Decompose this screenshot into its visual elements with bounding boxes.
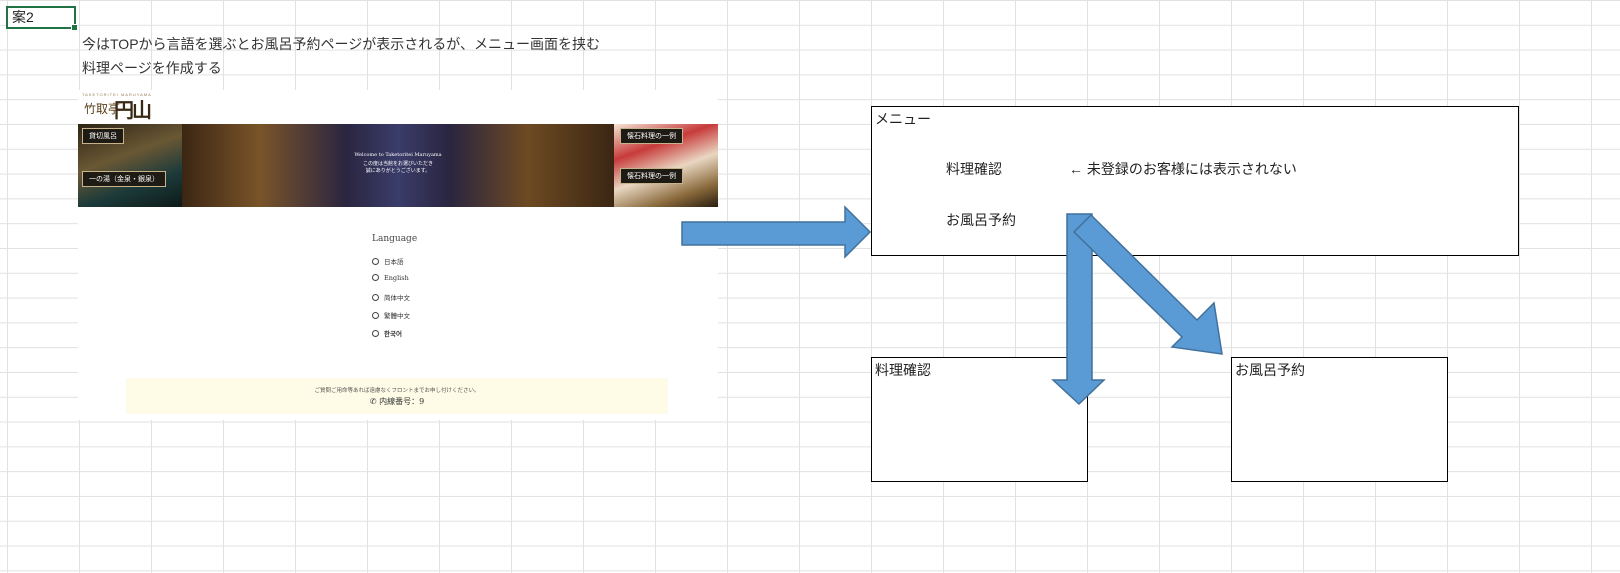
note-line-2: 料理ページを作成する [82,60,222,76]
logo-mark: 円山 [114,98,152,122]
banner-label-kaiseki-2: 懐石料理の一例 [620,168,683,184]
language-title: Language [372,234,418,244]
language-option-ja[interactable]: 日本語 [372,256,404,266]
logo-subtext: TAKETORITEI MARUYAMA [82,92,152,97]
footer-note: ご質問ご用命等あれば遠慮なくフロントまでお申し付けください。 [314,388,480,394]
bath-box[interactable]: お風呂予約 [1231,357,1448,482]
language-label: 日本語 [384,258,404,266]
language-label: English [384,274,409,282]
language-option-zh-hant[interactable]: 繁體中文 [372,310,410,320]
menu-item-cuisine: 料理確認 [946,161,1002,177]
language-label: 简体中文 [384,294,410,302]
menu-box[interactable]: メニュー 料理確認 ← 未登録のお客様には表示されない お風呂予約 [871,106,1519,256]
site-screenshot: TAKETORITEI MARUYAMA 竹取亭 円山 貸切風呂 一の湯（金泉・… [78,90,718,420]
welcome-jp-2: 誠にありがとうございます。 [365,168,431,174]
bath-box-title: お風呂予約 [1235,362,1305,378]
language-label: 한국어 [384,330,402,338]
banner-label-kaiseki-1: 懐石料理の一例 [620,128,683,144]
menu-annotation: ← 未登録のお客様には表示されない [1069,161,1297,177]
note-line-1: 今はTOPから言語を選ぶとお風呂予約ページが表示されるが、メニュー画面を挟む [82,36,600,52]
welcome-en: Welcome to Taketoritei Maruyama [354,152,442,158]
radio-icon [372,294,379,301]
radio-icon [372,312,379,319]
site-logo: TAKETORITEI MARUYAMA 竹取亭 円山 [78,92,278,122]
language-label: 繁體中文 [384,312,410,320]
banner-label-ichinoyu: 一の湯（金泉・銀泉） [82,171,166,187]
radio-icon [372,258,379,265]
radio-icon [372,330,379,337]
menu-box-title: メニュー [875,111,931,127]
footer-phone: ✆ 内線番号：9 [369,397,425,406]
menu-item-bath: お風呂予約 [946,212,1016,228]
logo-text: 竹取亭 [84,102,121,116]
site-banner: 貸切風呂 一の湯（金泉・銀泉） Welcome to Taketoritei M… [78,124,718,207]
banner-photo-bath: 貸切風呂 一の湯（金泉・銀泉） [78,124,182,207]
banner-photo-lobby: Welcome to Taketoritei Maruyama この度は当館をお… [182,124,614,207]
selected-cell[interactable]: 案2 [6,6,78,31]
banner-photo-cuisine: 懐石料理の一例 懐石料理の一例 [614,124,718,207]
banner-label-private-bath: 貸切風呂 [82,128,124,144]
welcome-jp-1: この度は当館をお選びいただき [362,161,433,167]
language-option-zh-hans[interactable]: 简体中文 [372,292,410,302]
language-option-en[interactable]: English [372,274,409,282]
cuisine-box-title: 料理確認 [875,362,931,378]
site-footer-box: ご質問ご用命等あれば遠慮なくフロントまでお申し付けください。 ✆ 内線番号：9 [126,378,668,414]
cuisine-box[interactable]: 料理確認 [871,357,1088,482]
radio-icon [372,274,379,281]
language-option-ko[interactable]: 한국어 [372,328,402,338]
